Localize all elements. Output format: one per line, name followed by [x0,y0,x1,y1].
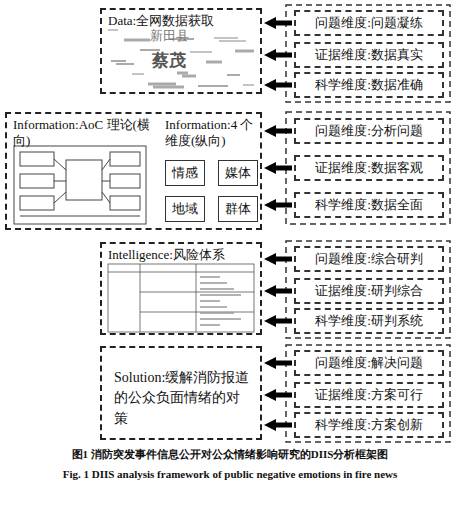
flow-arrow [276,21,292,26]
criterion-box: 科学维度:方案创新 [294,412,444,438]
criterion-box: 证据维度:方案可行 [294,382,444,408]
stage-title: Data:全网数据获取 [108,13,214,29]
stage-box: Intelligence:风险体系 [100,242,262,335]
criterion-box: 证据维度:研判综合 [294,278,444,304]
criterion-box: 证据维度:数据客观 [294,155,444,181]
dimension-box: 情感 [165,160,205,186]
box-label: 媒体 [225,165,251,181]
box-label: 地域 [172,201,198,217]
cloud-word: 新田县 [150,26,189,46]
flow-arrow [276,319,292,324]
box-label: 问题维度:问题凝练 [315,15,423,31]
flow-arrow [276,129,292,134]
cloud-word-stroke [190,52,212,53]
criterion-box: 科学维度:研判系统 [294,308,444,334]
stage-title: Information:AoC 理论(横向) [13,117,163,148]
stage-title: Solution:缓解消防报道的公众负面情绪的对策 [114,368,250,429]
table-cell-stroke [200,276,220,278]
box-label: 科学维度:数据全面 [315,197,423,213]
aoc-figure [14,146,146,224]
risk-table [108,264,254,332]
cloud-word: 蔡茂 [152,48,186,74]
table-cell-stroke [200,318,241,320]
cloud-word-stroke [111,60,126,62]
criterion-box: 问题维度:问题凝练 [294,10,444,36]
criterion-box: 科学维度:数据全面 [294,192,444,218]
flow-arrow [276,203,292,208]
table-cell-stroke [200,282,227,284]
flow-arrow [276,393,292,398]
dimension-box: 群体 [218,196,258,222]
stage-title: Intelligence:风险体系 [108,247,225,263]
box-label: 证据维度:数据真实 [315,47,423,63]
cloud-word-stroke [182,75,196,78]
box-label: 科学维度:研判系统 [315,313,423,329]
table-cell-stroke [200,312,234,314]
cloud-word-stroke [140,49,160,51]
criterion-box: 问题维度:综合研判 [294,246,444,272]
flow-arrow [276,289,292,294]
stage-title: Information:4 个维度(纵向) [165,117,261,148]
cloud-word-stroke [243,85,254,86]
cloud-word-stroke [214,38,238,39]
cloud-word-stroke [148,83,176,86]
cloud-word-stroke [227,74,240,76]
caption-english: Fig. 1 DIIS analysis framework of public… [60,466,400,483]
box-label: 科学维度:数据准确 [315,77,423,93]
flow-arrow [276,166,292,171]
box-label: 证据维度:方案可行 [315,387,423,403]
criterion-box: 科学维度:数据准确 [294,72,444,98]
flow-arrow [276,361,292,366]
criterion-box: 问题维度:分析问题 [294,118,444,144]
caption: 图1 消防突发事件信息公开对公众情绪影响研究的DIIS分析框架图 [0,447,460,462]
table-texture [200,277,241,325]
box-label: 情感 [172,165,198,181]
group-frame [286,5,450,442]
table-cell-stroke [200,288,234,290]
cloud-word-stroke [177,72,188,75]
box-label: 科学维度:方案创新 [315,417,423,433]
cloud-word-stroke [206,61,222,64]
cloud-word-stroke [235,50,254,53]
table-cell-stroke [200,306,227,308]
cloud-word-stroke [116,63,134,65]
criterion-box: 问题维度:解决问题 [294,350,444,376]
cloud-word-stroke [153,86,184,89]
table-cell-stroke [200,324,220,326]
stage-box: Solution:缓解消防报道的公众负面情绪的对策 [100,346,262,440]
flow-arrow [276,83,292,88]
stage-box: Information:AoC 理论(横向)Information:4 个维度(… [5,112,262,230]
flow-arrow [276,257,292,262]
cloud-word-stroke [219,41,246,42]
box-label: 问题维度:综合研判 [315,251,423,267]
cloud-word-stroke [108,30,118,31]
table-cell-stroke [200,294,241,296]
dimension-box: 地域 [165,196,205,222]
box-label: 问题维度:解决问题 [315,355,423,371]
cloud-word-stroke [198,85,228,87]
box-label: 群体 [225,201,251,217]
flow-arrow [276,53,292,58]
box-label: 问题维度:分析问题 [315,123,423,139]
cloud-word-stroke [132,74,144,75]
table-cell-stroke [200,300,220,302]
criterion-box: 证据维度:数据真实 [294,42,444,68]
box-label: 证据维度:研判综合 [315,283,423,299]
box-label: 证据维度:数据客观 [315,160,423,176]
dimension-box: 媒体 [218,160,258,186]
cloud-word-stroke [124,39,150,42]
flow-arrow [276,423,292,428]
